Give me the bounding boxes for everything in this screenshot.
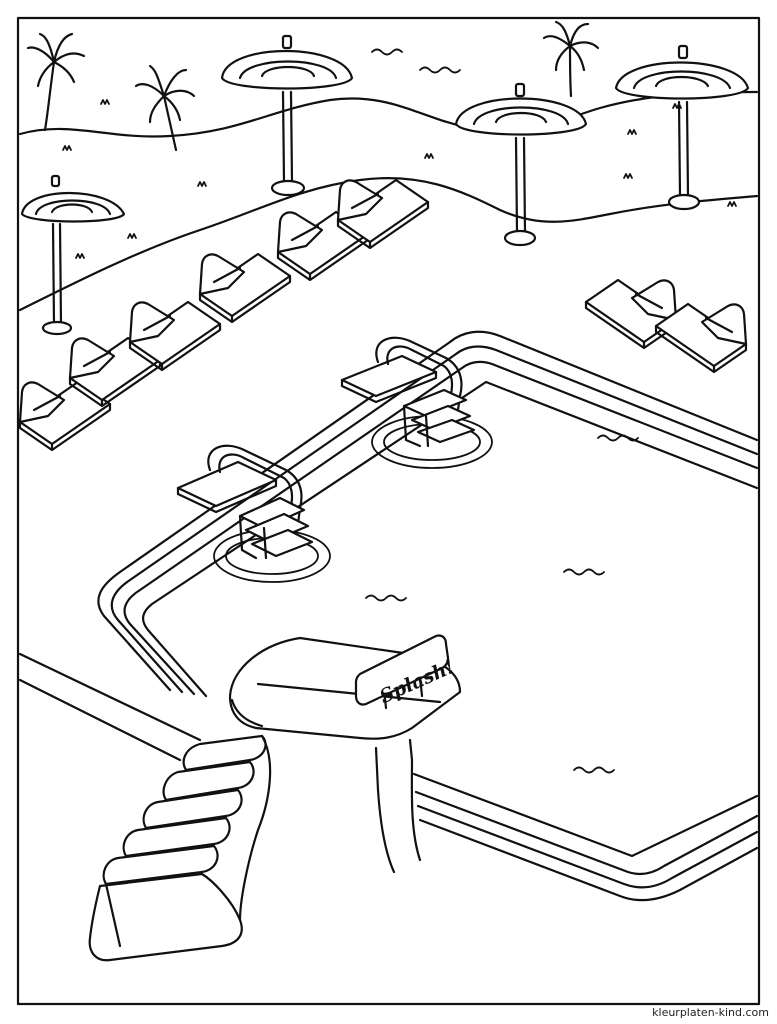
umbrella-right-center bbox=[454, 82, 588, 247]
hill-line-back bbox=[18, 90, 759, 138]
umbrella-far-right bbox=[614, 44, 750, 211]
pool-ladder-upper bbox=[340, 336, 493, 469]
site-credit: kleurplaten-kind.com bbox=[652, 1006, 769, 1019]
water-ripples bbox=[365, 434, 639, 774]
palm-tree-middle bbox=[134, 64, 196, 152]
palm-tree-right bbox=[542, 20, 600, 98]
pool-ladder-lower bbox=[176, 444, 331, 583]
grass-tufts bbox=[62, 99, 737, 259]
hill-line-front bbox=[18, 176, 759, 312]
umbrella-far-left bbox=[20, 174, 126, 336]
sun-lounger-4 bbox=[198, 252, 292, 324]
palm-tree-left bbox=[26, 32, 86, 132]
umbrella-top-center bbox=[220, 34, 354, 197]
pool-rim bbox=[18, 330, 759, 902]
sky-squiggles bbox=[371, 48, 461, 74]
page-frame bbox=[16, 16, 761, 1006]
